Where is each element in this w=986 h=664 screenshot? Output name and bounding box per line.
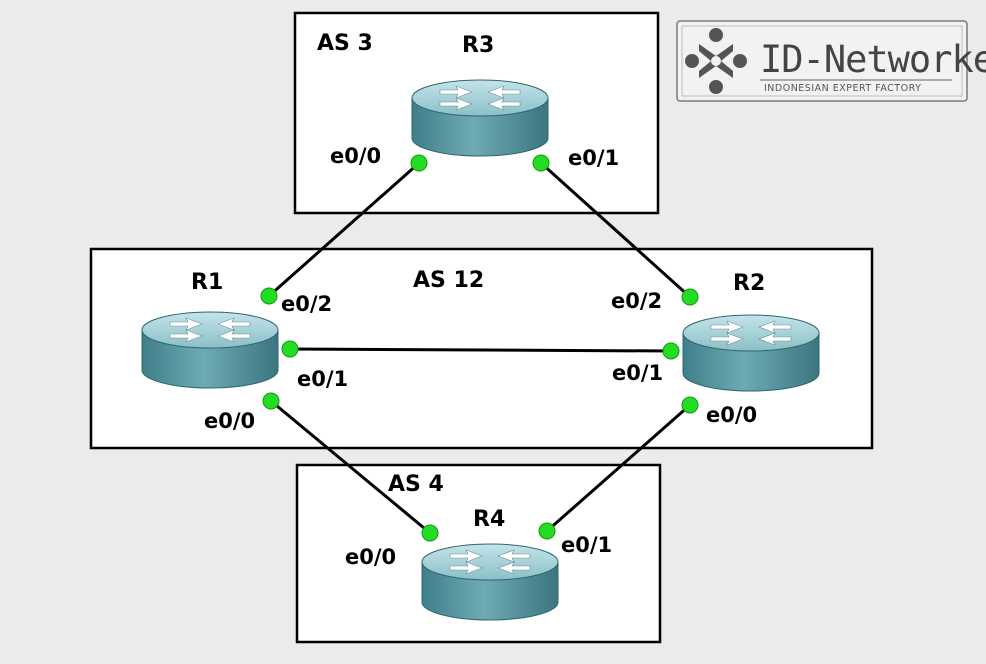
link-r1-r2: [289, 347, 672, 353]
port-r3-e0-1[interactable]: [532, 154, 550, 172]
id-networkers-logo-icon: [685, 28, 747, 94]
port-r1-e0-0[interactable]: [262, 392, 280, 410]
if-r3-e0-1: e0/1: [568, 146, 619, 170]
link-r2-r4: [546, 403, 691, 533]
port-r1-e0-2[interactable]: [260, 287, 278, 305]
if-r3-e0-0: e0/0: [330, 144, 381, 168]
port-r2-e0-1[interactable]: [662, 342, 680, 360]
router-r1-label: R1: [191, 270, 223, 295]
logo-tagline-text: INDONESIAN EXPERT FACTORY: [764, 83, 921, 94]
port-r4-e0-0[interactable]: [421, 524, 439, 542]
zone-as3-label: AS 3: [317, 31, 373, 56]
if-r4-e0-1: e0/1: [561, 533, 612, 557]
port-r2-e0-0[interactable]: [681, 396, 699, 414]
logo: ID-Networkers INDONESIAN EXPERT FACTORY: [676, 20, 986, 102]
router-r4[interactable]: [421, 543, 559, 621]
router-r2[interactable]: [682, 314, 820, 392]
port-r1-e0-1[interactable]: [281, 340, 299, 358]
if-r1-e0-1: e0/1: [297, 367, 348, 391]
router-icon: [682, 314, 820, 392]
zone-as12-label: AS 12: [413, 268, 484, 293]
logo-brand-text: ID-Networkers: [760, 38, 986, 81]
if-r1-e0-0: e0/0: [204, 409, 255, 433]
if-r2-e0-0: e0/0: [706, 403, 757, 427]
zone-as4-label: AS 4: [388, 472, 444, 497]
router-r2-label: R2: [733, 271, 765, 296]
link-r3-r2: [539, 161, 692, 299]
router-r4-label: R4: [473, 507, 505, 532]
port-r3-e0-0[interactable]: [410, 154, 428, 172]
router-icon: [141, 311, 279, 389]
router-r1[interactable]: [141, 311, 279, 389]
links: [268, 161, 692, 535]
router-r3[interactable]: [411, 79, 549, 157]
port-r2-e0-2[interactable]: [681, 288, 699, 306]
if-r4-e0-0: e0/0: [345, 545, 396, 569]
if-r2-e0-2: e0/2: [611, 289, 662, 313]
port-r4-e0-1[interactable]: [538, 522, 556, 540]
link-r3-r1: [268, 161, 420, 298]
router-r3-label: R3: [462, 33, 494, 58]
router-icon: [421, 543, 559, 621]
if-r1-e0-2: e0/2: [281, 292, 332, 316]
ports: [260, 154, 699, 542]
link-r1-r4: [270, 399, 431, 535]
router-icon: [411, 79, 549, 157]
if-r2-e0-1: e0/1: [612, 361, 663, 385]
